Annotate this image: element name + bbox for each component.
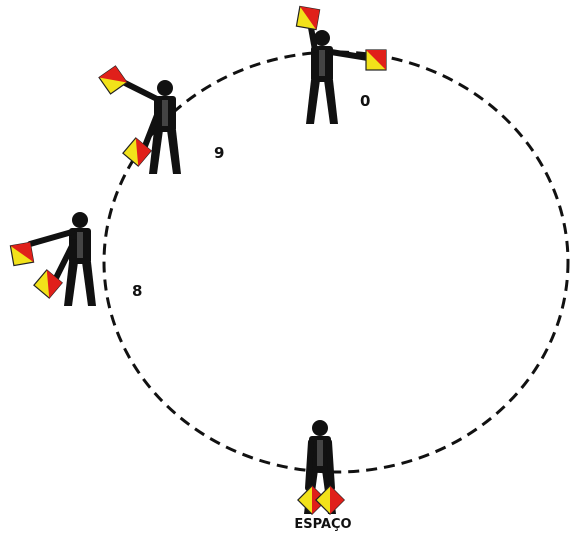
figure-zero	[296, 6, 386, 124]
figure-nine	[99, 66, 181, 174]
figure-eight	[10, 212, 96, 306]
label-zero: 0	[360, 92, 370, 110]
label-nine: 9	[214, 144, 224, 162]
flag-icon	[296, 6, 319, 29]
flag-icon	[366, 50, 386, 70]
label-space: ESPAÇO	[294, 517, 351, 532]
flag-icon	[316, 486, 344, 514]
label-eight: 8	[132, 282, 142, 300]
figure-space	[298, 420, 344, 514]
flag-icon	[99, 66, 127, 94]
flag-icon	[10, 242, 33, 265]
